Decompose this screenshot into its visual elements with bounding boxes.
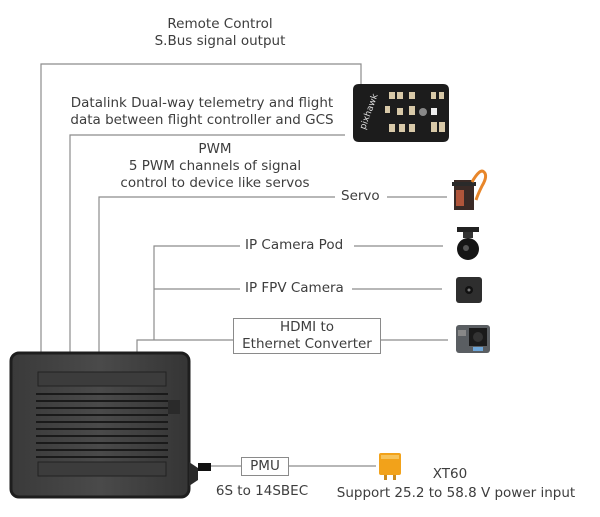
datalink-line1: Datalink Dual-way telemetry and flight — [70, 95, 334, 111]
ip-camera-pod-label: IP Camera Pod — [242, 237, 347, 254]
datalink-label: Datalink Dual-way telemetry and flight d… — [52, 95, 352, 129]
ip-camera-pod-icon — [457, 227, 479, 260]
servo-icon — [452, 169, 488, 210]
pwm-title: PWM — [198, 141, 232, 157]
wire-servo — [98, 196, 335, 355]
wire-ip-camera-pod — [153, 245, 240, 340]
wire-datalink — [69, 134, 345, 355]
flight-controller-icon: pixhawk — [353, 84, 449, 142]
wire-hdmi — [136, 339, 233, 355]
pwm-label: PWM 5 PWM channels of signal control to … — [100, 141, 330, 192]
hdmi-line2: Ethernet Converter — [242, 336, 372, 352]
pmu-box: PMU — [241, 457, 289, 476]
remote-control-label: Remote Control S.Bus signal output — [130, 16, 310, 50]
wire-remote-control — [40, 63, 362, 355]
xt60-caption: Support 25.2 to 58.8 V power input — [326, 485, 586, 502]
main-device-icon — [9, 351, 211, 499]
remote-control-subtitle: S.Bus signal output — [154, 33, 286, 49]
servo-label: Servo — [338, 188, 383, 205]
pwm-line2: control to device like servos — [120, 175, 310, 191]
xt60-title: XT60 — [420, 466, 480, 483]
hdmi-converter-box: HDMI to Ethernet Converter — [233, 318, 381, 354]
pwm-line1: 5 PWM channels of signal — [128, 158, 302, 174]
ip-fpv-camera-icon — [456, 277, 482, 303]
ip-fpv-camera-label: IP FPV Camera — [242, 280, 347, 297]
action-camera-icon — [456, 325, 490, 353]
remote-control-title: Remote Control — [167, 16, 273, 32]
pmu-caption: 6S to 14SBEC — [212, 483, 312, 500]
hdmi-line1: HDMI to — [279, 319, 335, 335]
xt60-connector-icon — [379, 453, 401, 480]
datalink-line2: data between flight controller and GCS — [70, 112, 334, 128]
